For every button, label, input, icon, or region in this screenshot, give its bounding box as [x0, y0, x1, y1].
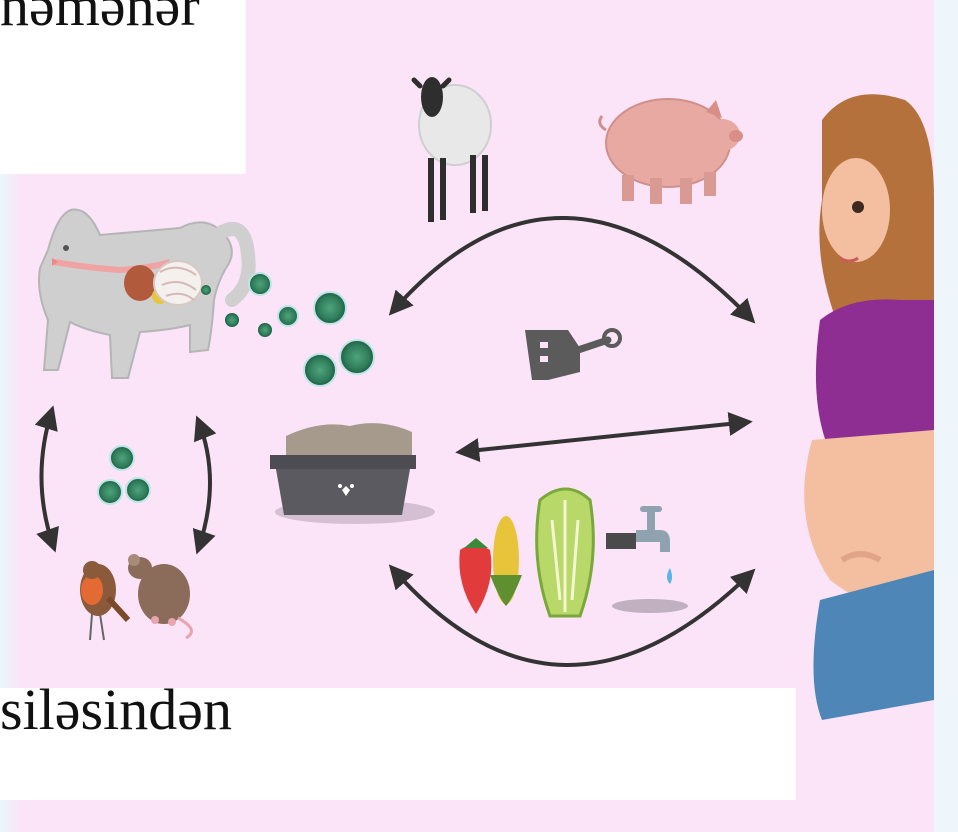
- litter-scoop-icon: [525, 330, 620, 380]
- cycle-arrow-left: [41, 410, 54, 548]
- robin-bird-icon: [80, 561, 128, 640]
- caption-top: nəmənər: [0, 0, 200, 39]
- meat-transmission-arrow: [392, 218, 752, 320]
- pig-icon: [600, 99, 743, 204]
- cat-with-intestine-icon: [39, 210, 249, 379]
- strawberry-icon: [459, 538, 491, 614]
- water-tap-icon: [606, 506, 688, 613]
- caption-bottom: siləsindən: [0, 676, 232, 743]
- cat-litter-box-icon: [270, 423, 435, 524]
- sheep-icon: [414, 77, 491, 222]
- cycle-arrow-right: [198, 420, 210, 550]
- litter-transmission-arrow: [460, 422, 748, 452]
- cabbage-icon: [537, 489, 594, 616]
- pregnant-woman-icon: [804, 94, 934, 720]
- corn-icon: [490, 516, 522, 606]
- mouse-icon: [128, 554, 191, 638]
